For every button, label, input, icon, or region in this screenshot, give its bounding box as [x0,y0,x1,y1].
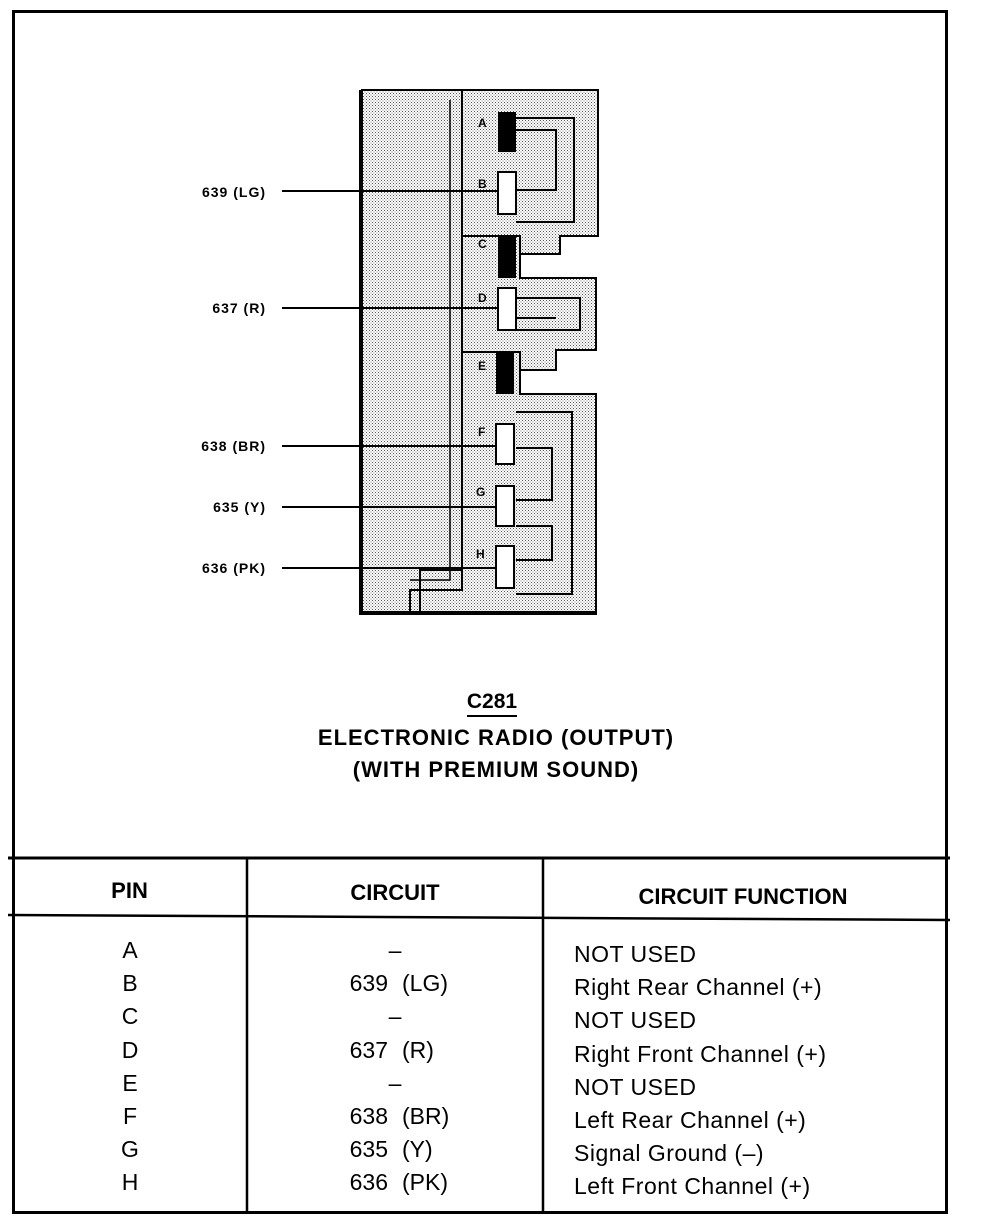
pin-column: A B C D E F G H [40,934,220,1200]
table-row: – [250,1067,540,1100]
pin-h-terminal [495,545,515,589]
trace-d [516,297,581,331]
pin-letter: H [476,547,485,561]
wire-label: 636 (PK) [201,560,266,576]
connector-divider-2 [410,100,451,581]
trace-gh [516,525,553,561]
table-row: 639 (LG) [250,967,540,1000]
pin-b-terminal [497,171,517,215]
connector-body [361,89,463,613]
table-row: – [250,934,540,967]
table-cell-pin: D [121,1036,139,1063]
pin-e-terminal [496,352,514,394]
connector-upper-section [461,89,599,255]
table-cell-function: Right Rear Channel (+) [574,974,823,1001]
pin-d-terminal [497,287,517,331]
pin-c-terminal [498,236,516,278]
trace-fgh [516,411,573,595]
circuit-column: – 639 (LG) – 637 (R) – 638 (BR) 635 (Y) 636 (… [250,934,540,1200]
pin-letter: C [478,237,487,251]
column-header-circuit: CIRCUIT [350,880,440,905]
wire-label: 635 (Y) [213,499,266,515]
table-cell-function: Left Front Channel (+) [574,1173,811,1200]
column-header-pin: PIN [111,878,148,903]
table-cell-function: Signal Ground (–) [574,1140,765,1167]
wire-label: 639 (LG) [201,184,266,200]
pin-letter: A [478,116,487,130]
table-row: 637 (R) [250,1034,540,1067]
table-cell-pin: G [121,1136,139,1163]
connector-id: C281 [466,688,518,717]
table-row: 635 (Y) [250,1133,540,1166]
table-cell-function: NOT USED [574,941,697,967]
table-cell-circuit-color: (PK) [402,1169,448,1196]
table-cell-circuit-number: 638 [349,1102,388,1129]
pin-letter: F [478,425,485,439]
pin-letter: G [476,485,485,499]
table-cell-function: Left Rear Channel (+) [574,1106,807,1133]
table-cell-circuit-color: (R) [402,1036,434,1063]
table-cell-pin: B [122,970,138,997]
table-row: 636 (PK) [250,1166,540,1199]
pin-a-terminal [498,112,516,152]
table-cell-circuit-number: 636 [349,1169,388,1196]
column-header-function: CIRCUIT FUNCTION [638,884,848,909]
table-cell-circuit-color: (Y) [402,1136,433,1163]
pin-g-terminal [495,485,515,527]
table-header-rule [7,913,951,922]
connector-title-block: C281 ELECTRONIC RADIO (OUTPUT) (WITH PRE… [0,688,992,783]
table-cell-function: NOT USED [574,1073,697,1100]
table-cell-circuit-dash: – [388,1069,402,1096]
table-cell-pin: F [122,1102,138,1129]
table-cell-pin: A [122,937,138,963]
table-cell-pin: H [121,1169,139,1196]
trace-fg [516,447,553,501]
connector-subtitle: (WITH PREMIUM SOUND) [352,757,640,782]
table-cell-circuit-number: 635 [349,1136,388,1163]
table-cell-pin: C [121,1003,139,1030]
pin-f-terminal [495,423,515,465]
wire-label: 637 (R) [212,300,266,316]
pin-letter: D [478,291,487,305]
table-cell-circuit-color: (BR) [402,1102,450,1129]
table-cell-function: Right Front Channel (+) [574,1040,827,1067]
pin-letter: E [478,359,486,373]
table-row: 638 (BR) [250,1100,540,1133]
table-cell-circuit-color: (LG) [402,970,448,997]
connector-description: ELECTRONIC RADIO (OUTPUT) [317,725,675,750]
table-cell-circuit-number: 639 [349,970,388,997]
table-cell-circuit-dash: – [388,1003,402,1030]
trace-ab-outer [516,117,575,223]
table-cell-circuit-dash: – [388,937,402,963]
table-cell-function: NOT USED [574,1007,697,1034]
pin-letter: B [478,177,487,191]
table-row: – [250,1000,540,1033]
page-frame [12,10,948,1214]
table-cell-pin: E [122,1069,138,1096]
connector-divider [419,92,463,612]
table-cell-circuit-number: 637 [349,1036,388,1063]
wire-label: 638 (BR) [201,438,266,454]
trace-ab [516,129,557,191]
function-column: NOT USED Right Rear Channel (+) NOT USED… [574,938,944,1204]
connector-outline [359,89,599,615]
